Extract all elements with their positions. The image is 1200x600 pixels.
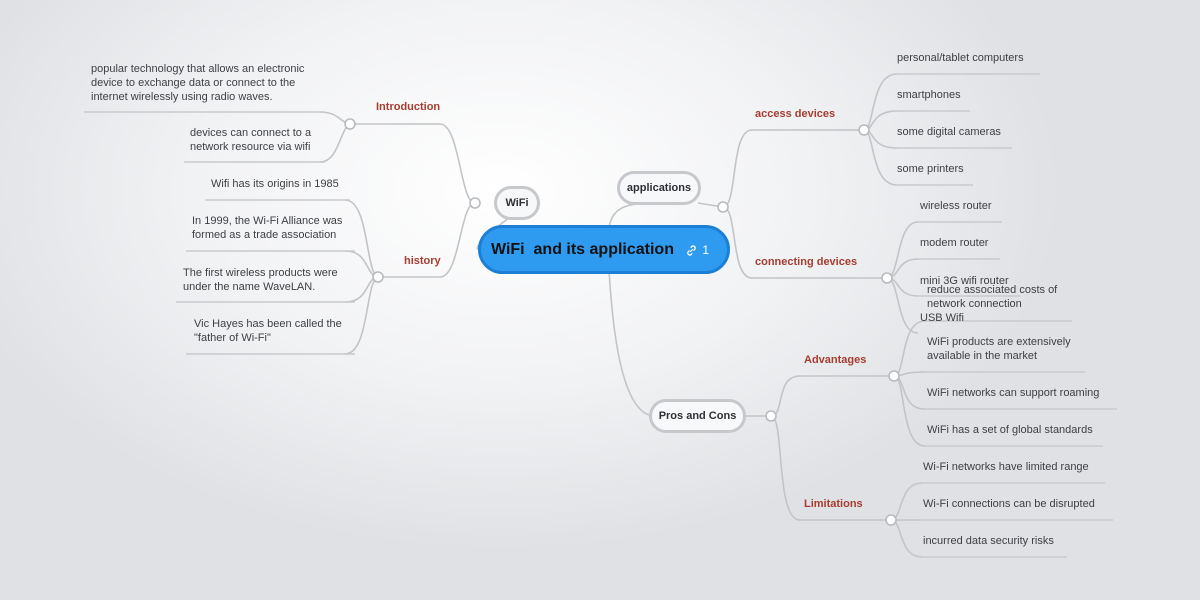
collapse-knob-pros-cons[interactable] <box>765 410 777 422</box>
topic-wifi-label: WiFi <box>505 197 529 209</box>
leaf-advantages-4[interactable]: WiFi has a set of global standards <box>927 424 1093 436</box>
collapse-knob-introduction[interactable] <box>344 118 356 130</box>
topic-wifi[interactable]: WiFi <box>494 186 540 220</box>
leaf-history-2[interactable]: In 1999, the Wi-Fi Alliance was formed a… <box>192 215 343 241</box>
leaf-access-3[interactable]: some digital cameras <box>897 126 1001 138</box>
leaf-advantages-1[interactable]: reduce associated costs of network conne… <box>927 284 1058 310</box>
leaf-advantages-3[interactable]: WiFi networks can support roaming <box>927 387 1100 399</box>
collapse-knob-applications[interactable] <box>717 201 729 213</box>
central-topic[interactable]: WiFi and its application 1 <box>478 225 730 274</box>
subtopic-connecting-devices[interactable]: connecting devices <box>755 256 858 268</box>
link-badge[interactable]: 1 <box>685 243 709 257</box>
collapse-knob-wifi[interactable] <box>469 197 481 209</box>
leaf-limitations-2[interactable]: Wi-Fi connections can be disrupted <box>923 498 1095 510</box>
leaf-access-4[interactable]: some printers <box>897 163 964 175</box>
subtopic-introduction[interactable]: Introduction <box>376 101 441 113</box>
subtopic-history[interactable]: history <box>404 255 441 267</box>
leaf-advantages-2[interactable]: WiFi products are extensively available … <box>927 336 1071 362</box>
leaf-access-1[interactable]: personal/tablet computers <box>897 52 1024 64</box>
collapse-knob-access-devices[interactable] <box>858 124 870 136</box>
collapse-knob-history[interactable] <box>372 271 384 283</box>
topic-pros-and-cons-label: Pros and Cons <box>658 410 737 422</box>
collapse-knob-limitations[interactable] <box>885 514 897 526</box>
collapse-knob-advantages[interactable] <box>888 370 900 382</box>
leaf-history-4[interactable]: Vic Hayes has been called the "father of… <box>194 318 342 344</box>
leaf-limitations-3[interactable]: incurred data security risks <box>923 535 1054 547</box>
leaf-connecting-4[interactable]: USB Wifi <box>920 312 964 324</box>
leaf-connecting-2[interactable]: modem router <box>920 237 989 249</box>
central-topic-title: WiFi and its application <box>491 240 674 258</box>
topic-applications[interactable]: applications <box>617 171 701 205</box>
leaf-access-2[interactable]: smartphones <box>897 89 961 101</box>
topic-applications-label: applications <box>626 182 692 194</box>
topic-pros-and-cons[interactable]: Pros and Cons <box>649 399 746 433</box>
leaf-history-1[interactable]: Wifi has its origins in 1985 <box>211 178 339 190</box>
subtopic-limitations[interactable]: Limitations <box>804 498 863 510</box>
subtopic-advantages[interactable]: Advantages <box>804 354 867 366</box>
collapse-knob-connecting-devices[interactable] <box>881 272 893 284</box>
link-icon <box>687 244 697 256</box>
leaf-introduction-2[interactable]: devices can connect to a network resourc… <box>190 127 312 153</box>
subtopic-access-devices[interactable]: access devices <box>755 108 836 120</box>
leaf-connecting-1[interactable]: wireless router <box>920 200 992 212</box>
leaf-limitations-1[interactable]: Wi-Fi networks have limited range <box>923 461 1089 473</box>
leaf-introduction-1[interactable]: popular technology that allows an electr… <box>91 63 305 103</box>
leaf-history-3[interactable]: The first wireless products were under t… <box>183 267 338 293</box>
leaf-connecting-3[interactable]: mini 3G wifi router <box>920 275 1009 287</box>
link-count: 1 <box>702 243 709 257</box>
